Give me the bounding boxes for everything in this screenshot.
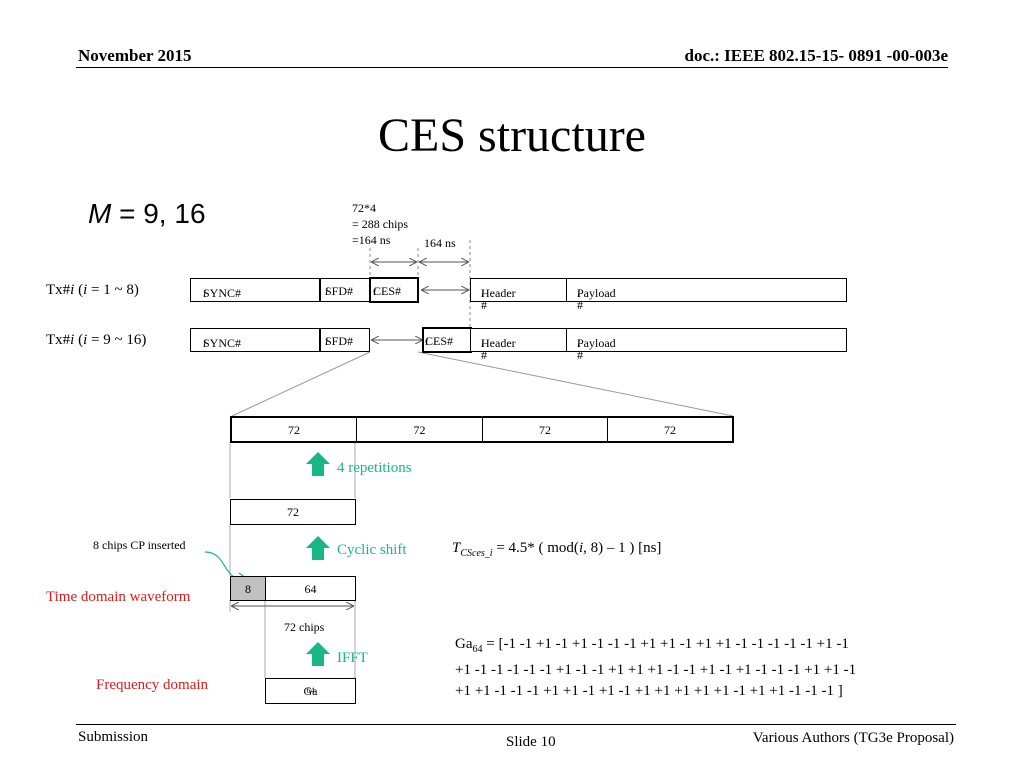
ces-length-line1: 72*4 [352,201,376,215]
time-domain-label: Time domain waveform [46,589,191,605]
payload-field: Payload #i [566,278,847,311]
header-date: November 2015 [78,46,192,65]
ga64-line2: +1 -1 -1 -1 -1 -1 +1 -1 -1 +1 +1 +1 -1 -… [455,662,857,678]
zoom-line-left [231,351,371,417]
gap-duration-label: 164 ns [424,236,456,250]
ga64-line1: Ga64 = [-1 -1 +1 -1 +1 -1 -1 -1 +1 +1 -1… [455,636,849,655]
header-field: Header # i [470,328,567,361]
repetition-cell: 72 [232,418,357,441]
time-domain-block: 8 64 [230,576,356,601]
cp-pointer-curve [204,551,246,579]
sfd-field: SFD# i [320,328,370,352]
footer-rule [76,724,956,725]
cp-segment: 8 [231,577,266,600]
m-variable: M [88,198,112,229]
sync-field: SYNC# i [190,278,320,302]
ces-length-note: 72*4 = 288 chips =164 ns [352,200,408,248]
footer-authors: Various Authors (TG3e Proposal) [752,730,954,746]
header-doc-id: doc.: IEEE 802.15-15- 0891 -00-003e [684,46,948,65]
ces-repetition-block: 72 72 72 72 [230,416,734,443]
zoom-line-right [417,351,734,417]
repetition-cell: 72 [664,422,676,437]
up-arrow-icon [306,452,330,476]
footer-submission: Submission [78,729,149,745]
m-values: = 9, 16 [111,198,206,229]
sync-field: SYNC# i [190,328,320,352]
repetition-cell: 72 [357,418,483,441]
body-segment: 64 [304,581,317,596]
tx-row-label: Tx#i (i = 1 ~ 8) [46,282,139,298]
header-rule [76,67,948,68]
repetitions-label: 4 repetitions [337,460,412,476]
ga64-sequence: Ga64 = [-1 -1 +1 -1 +1 -1 -1 -1 +1 +1 -1… [455,634,856,702]
repetition-cell: 72 [483,418,608,441]
ces-length-line3: =164 ns [352,233,391,247]
single-symbol-block: 72 [230,499,356,525]
ces-length-line2: = 288 chips [352,217,409,231]
ifft-label: IFFT [337,650,368,666]
cyclic-shift-formula: TCSces_i = 4.5* ( mod(i, 8) – 1 ) [ns] [452,540,662,559]
footer-slide-number: Slide 10 [506,734,556,750]
up-arrow-icon [306,642,330,666]
payload-field: Payload #i [566,328,847,361]
ces-field: CES# i [422,327,472,353]
up-arrow-icon [306,536,330,560]
slide-title: CES structure [378,109,646,162]
header-field: Header # i [470,278,567,311]
single-symbol-value: 72 [287,505,299,519]
cyclic-shift-label: Cyclic shift [337,542,407,558]
chips-total-label: 72 chips [284,620,325,634]
sfd-field: SFD# i [320,278,370,302]
m-value-label: M = 9, 16 [88,198,206,230]
ga64-line3: +1 +1 -1 -1 -1 +1 +1 -1 +1 -1 +1 +1 +1 +… [455,683,843,699]
frequency-domain-label: Frequency domain [96,677,209,693]
cp-inserted-label: 8 chips CP inserted [93,538,186,552]
ces-field: CES# i [369,277,419,303]
tx-row-label: Tx#i (i = 9 ~ 16) [46,332,147,348]
